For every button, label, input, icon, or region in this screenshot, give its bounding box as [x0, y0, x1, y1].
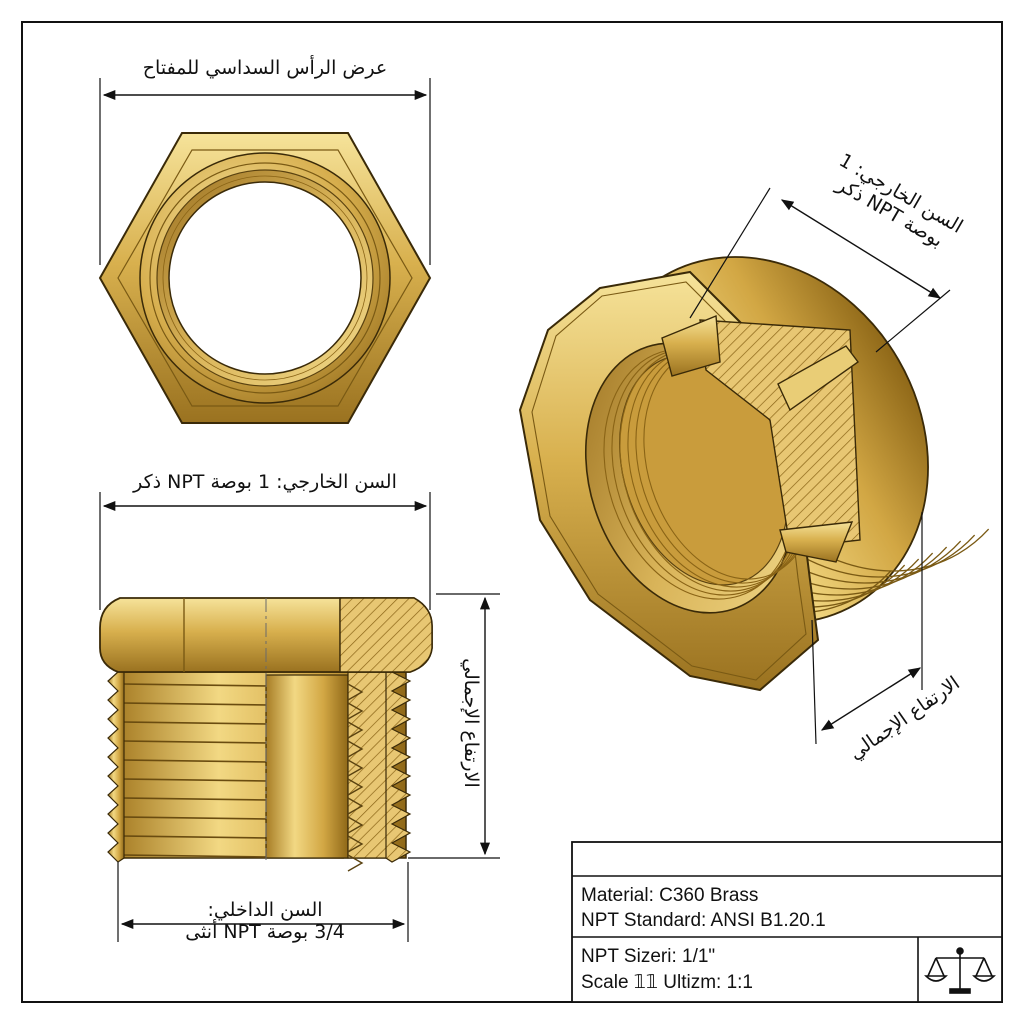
- title-block-standard: NPT Standard: ANSI B1.20.1: [581, 910, 826, 931]
- dim-external-thread-iso: [689, 187, 951, 353]
- dim-hex-width: [99, 78, 431, 265]
- front-section-view: [99, 597, 433, 872]
- title-block-size: NPT Sizeri: 1/1": [581, 946, 716, 967]
- sheet-border: [21, 21, 1003, 1003]
- label-internal-thread-line1: السن الداخلي:: [207, 899, 323, 921]
- dim-external-thread-front: [99, 492, 431, 610]
- label-hex-width: عرض الرأس السداسي للمفتاح: [142, 57, 388, 79]
- balance-scale-icon: [924, 947, 996, 994]
- top-view-hex: [98, 132, 432, 424]
- label-external-thread-front: السن الخارجي: 1 بوصة NPT ذكر: [133, 471, 397, 493]
- dim-internal-thread: [117, 862, 409, 942]
- label-internal-thread: السن الداخلي: 3/4 بوصة NPT أنثى: [140, 899, 390, 944]
- title-block-material: Material: C360 Brass: [581, 885, 759, 906]
- label-internal-thread-line2: 3/4 بوصة NPT أنثى: [185, 920, 345, 943]
- isometric-view: [518, 224, 1024, 692]
- dim-overall-height-side: [408, 593, 500, 859]
- title-block-scale: Scale 𝟙𝟙 Ultizm: 1:1: [581, 972, 754, 993]
- dim-overall-height-iso: [811, 512, 923, 745]
- label-overall-height-side: الارتفاع الإجمالي: [459, 658, 482, 788]
